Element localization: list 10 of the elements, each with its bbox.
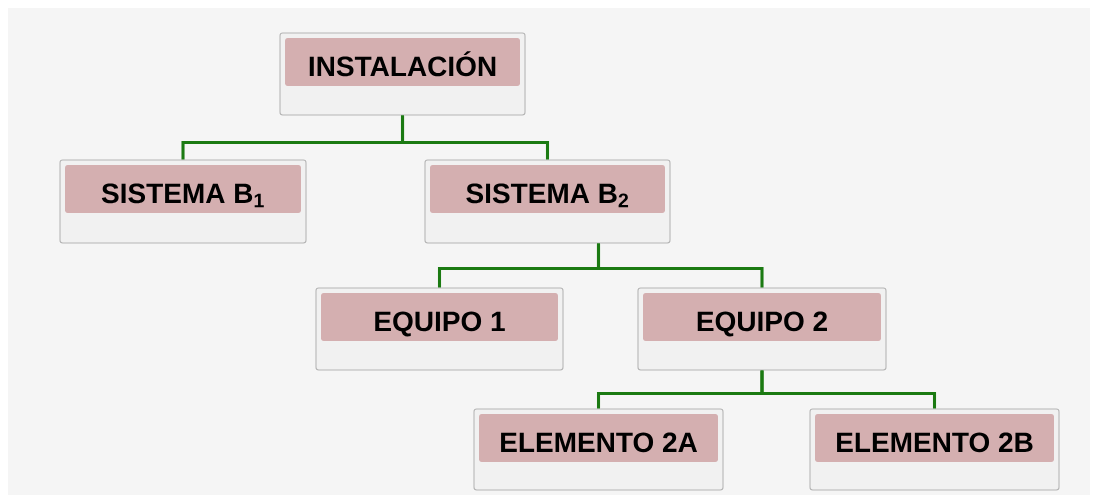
process-box: EQUIPO 2 bbox=[637, 287, 887, 371]
process-box: EQUIPO 1 bbox=[315, 287, 564, 371]
process-box: SISTEMA B$_{1}$ bbox=[59, 159, 307, 244]
process-box: INSTALACIÓN bbox=[279, 32, 526, 116]
connector-line bbox=[401, 115, 550, 160]
connector-line bbox=[760, 370, 937, 409]
process-box: ELEMENTO 2A bbox=[473, 408, 724, 491]
connector-line bbox=[596, 243, 764, 288]
process-box: SISTEMA B$_{2}$ bbox=[424, 159, 671, 244]
process-box: ELEMENTO 2B bbox=[809, 408, 1060, 491]
